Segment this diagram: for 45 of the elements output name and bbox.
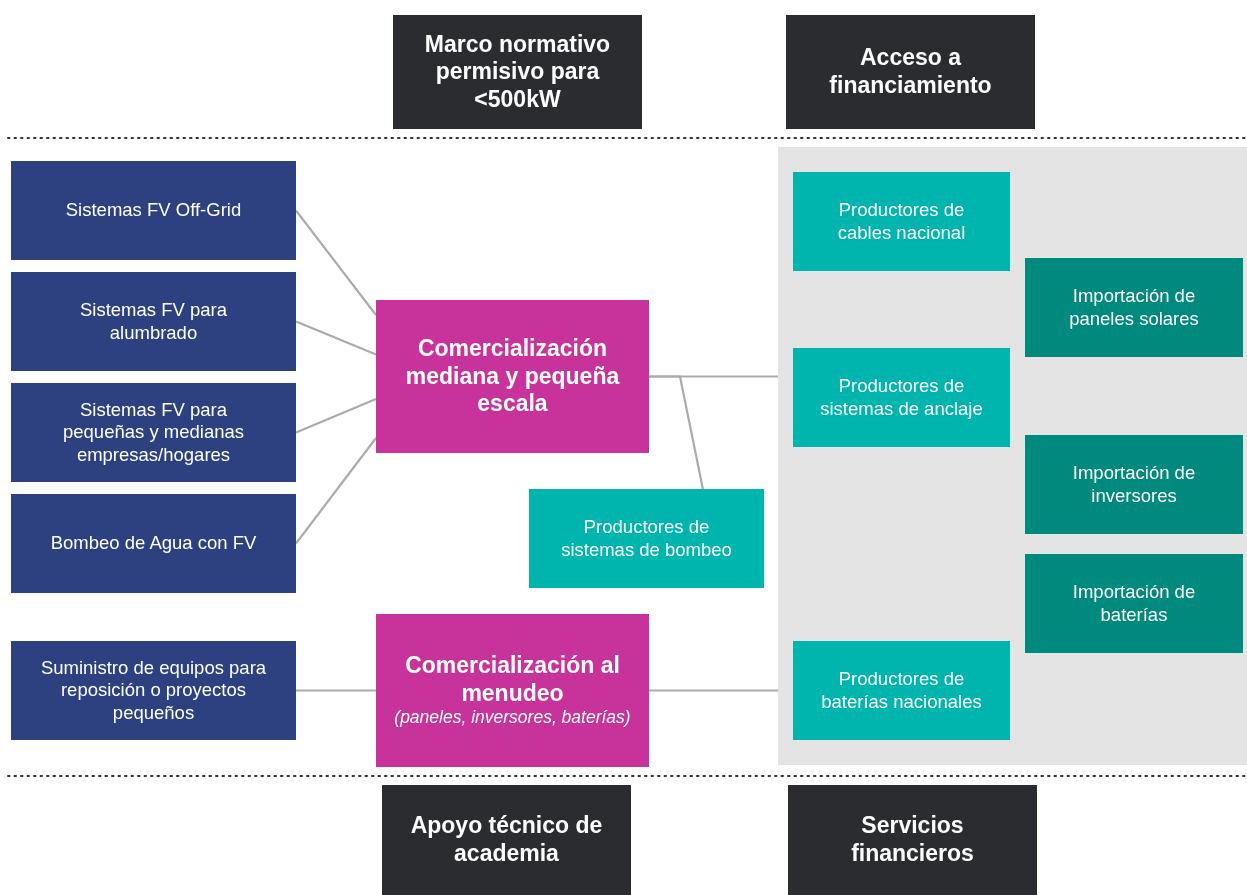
application-box [11, 641, 296, 740]
box-note: (paneles, inversores, baterías) [394, 707, 631, 730]
box-label: Productores de cables nacional [836, 199, 967, 244]
connector-line [649, 689, 778, 692]
heading-box [393, 15, 642, 129]
box-label: Sistemas FV para alumbrado [79, 299, 228, 344]
connector-line [296, 689, 376, 692]
box-label: Importación de paneles solares [1068, 285, 1200, 330]
box-label: Productores de sistemas de bombeo [560, 516, 733, 561]
box-label: Comercialización al menudeo [404, 651, 621, 708]
producer-box [529, 489, 764, 588]
heading-box [788, 785, 1037, 895]
connector-line [295, 320, 377, 356]
application-box [11, 272, 296, 371]
box-label: Servicios financieros [850, 812, 975, 868]
producer-box [793, 172, 1010, 271]
import-box [1025, 258, 1243, 357]
connector-line [295, 397, 377, 434]
import-box [1025, 435, 1243, 534]
panel-background [778, 147, 1247, 765]
box-label: Apoyo técnico de academia [409, 812, 604, 868]
box-label: Productores de baterías nacionales [820, 668, 983, 713]
producer-box [793, 641, 1010, 740]
box-label: Productores de sistemas de anclaje [819, 375, 984, 420]
application-box [11, 161, 296, 260]
market-box [376, 300, 649, 453]
box-label: Suministro de equipos para reposición o proyectos pequeños [39, 657, 268, 724]
application-box [11, 383, 296, 482]
box-label: Importación de inversores [1071, 462, 1197, 507]
box-label: Bombeo de Agua con FV [50, 532, 257, 555]
box-label: Importación de baterías [1071, 581, 1197, 626]
market-box [376, 614, 649, 767]
box-label: Comercialización mediana y pequeña escala [404, 335, 621, 418]
application-box [11, 494, 296, 593]
heading-box [382, 785, 631, 895]
heading-box [786, 15, 1035, 129]
box-label: Marco normativo permisivo para <500kW [423, 30, 612, 114]
connector-line [649, 375, 704, 490]
connector-line [295, 437, 377, 545]
box-label: Sistemas FV Off-Grid [65, 199, 242, 222]
import-box [1025, 554, 1243, 653]
box-label: Acceso a financiamiento [828, 44, 993, 100]
producer-box [793, 348, 1010, 447]
connector-line [295, 209, 377, 316]
box-label: Sistemas FV para pequeñas y medianas empresas/hogares [62, 399, 245, 466]
